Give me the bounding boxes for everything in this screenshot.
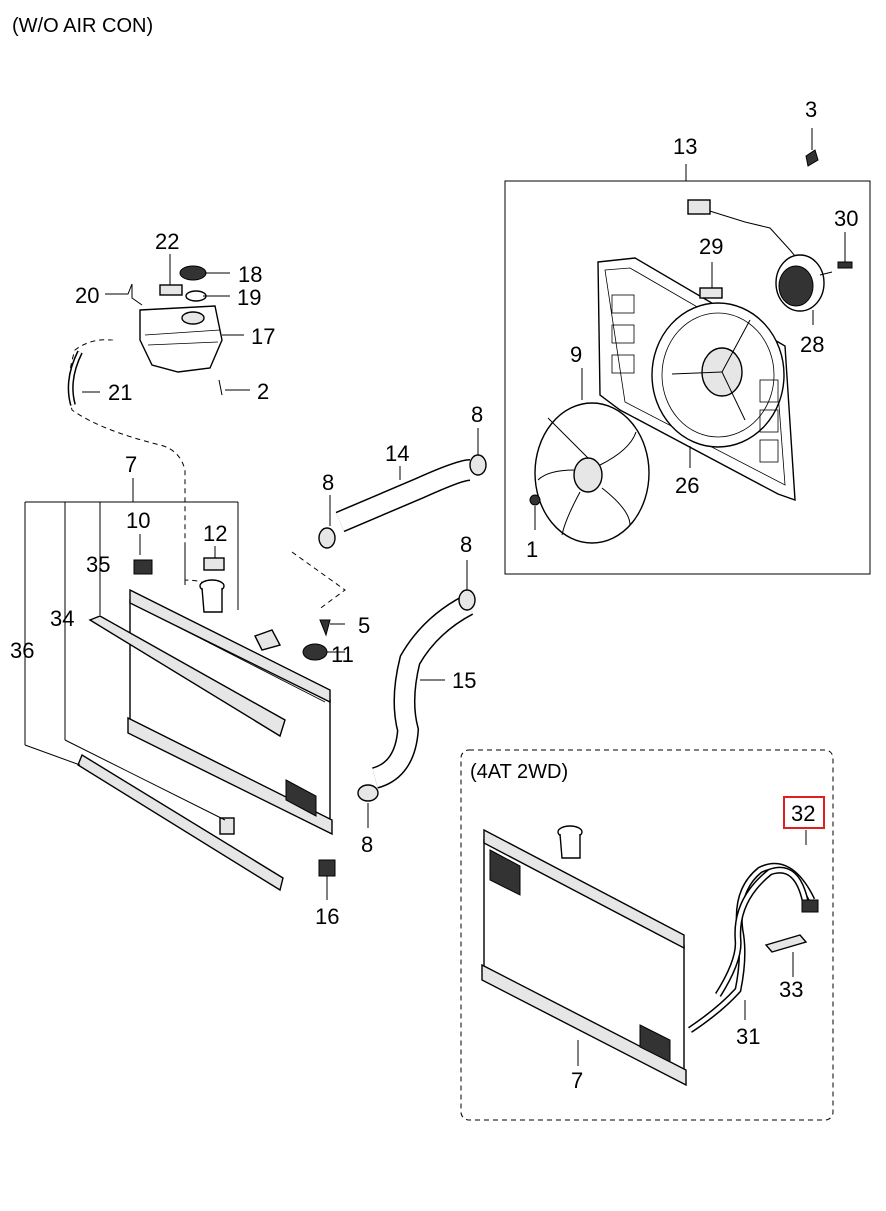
callout-32: 32 — [791, 801, 815, 826]
upper-hose-group — [291, 428, 487, 611]
highlight-box-32 — [783, 796, 825, 829]
callout-8a: 8 — [322, 470, 334, 495]
fan-shroud — [597, 257, 796, 502]
inset-group: (4AT 2WD) — [460, 749, 834, 1121]
overflow-hose-line — [68, 339, 209, 586]
callout-16: 16 — [315, 904, 339, 929]
callout-13: 13 — [673, 134, 697, 159]
callout-8c: 8 — [460, 532, 472, 557]
callout-33: 33 — [779, 977, 803, 1002]
hose-clamp-icon — [458, 589, 476, 611]
lower-hose-group — [357, 560, 476, 828]
bracket-icon — [133, 559, 153, 575]
mount-bush-icon — [219, 817, 235, 835]
lower-air-guard — [77, 753, 284, 892]
connector-icon — [687, 199, 711, 215]
callout-31: 31 — [736, 1024, 760, 1049]
callout-2: 2 — [257, 379, 269, 404]
main-radiator-group — [24, 478, 345, 900]
callout-15: 15 — [452, 668, 476, 693]
hose-clamp-icon — [357, 784, 379, 802]
callout-29: 29 — [699, 234, 723, 259]
bolt-icon — [319, 619, 331, 637]
callout-26: 26 — [675, 473, 699, 498]
diagram-title: (W/O AIR CON) — [12, 15, 153, 37]
callout-20: 20 — [75, 283, 99, 308]
callout-5: 5 — [358, 613, 370, 638]
callout-28: 28 — [800, 332, 824, 357]
callout-1: 1 — [526, 537, 538, 562]
clip-icon — [764, 934, 808, 953]
lower-radiator-hose — [371, 596, 473, 788]
coolant-reservoir-group — [67, 254, 250, 586]
inset-frame — [460, 749, 834, 1121]
fan-motor — [775, 254, 833, 312]
upper-radiator-hose — [336, 460, 471, 531]
callout-35: 35 — [86, 552, 110, 577]
callout-21: 21 — [108, 380, 132, 405]
overflow-pipe — [110, 283, 143, 306]
air-guard-strip — [88, 615, 286, 738]
fan-assembly-frame — [504, 180, 871, 575]
callout-10: 10 — [126, 508, 150, 533]
bolt-icon — [837, 261, 853, 269]
hose-clamp-icon — [469, 454, 487, 476]
callout-3: 3 — [805, 97, 817, 122]
mount-insulator-icon — [318, 859, 336, 877]
callout-8d: 8 — [361, 832, 373, 857]
bracket-icon — [203, 557, 225, 571]
fan-blade — [534, 402, 650, 544]
callout-22: 22 — [155, 229, 179, 254]
callout-34: 34 — [50, 606, 74, 631]
inset-title: (4AT 2WD) — [470, 761, 568, 783]
callout-19: 19 — [237, 285, 261, 310]
callout-11: 11 — [331, 642, 354, 667]
drain-plug-icon — [302, 643, 328, 661]
label-icon — [159, 284, 183, 296]
label-plate-icon — [699, 287, 723, 299]
callout-7-inset: 7 — [571, 1068, 583, 1093]
callout-12: 12 — [203, 521, 227, 546]
callout-9: 9 — [570, 342, 582, 367]
callout-30: 30 — [834, 206, 858, 231]
callout-7: 7 — [125, 452, 137, 477]
callout-8b: 8 — [471, 402, 483, 427]
reservoir-tank — [139, 305, 223, 373]
reservoir-cap-icon — [179, 265, 207, 281]
callout-36: 36 — [10, 638, 34, 663]
hose-clamp-icon — [318, 527, 336, 549]
callout-18: 18 — [238, 262, 262, 287]
hose-fitting-icon — [801, 899, 819, 913]
callout-14: 14 — [385, 441, 409, 466]
nut-icon — [529, 494, 541, 506]
fan-assembly-group — [504, 128, 871, 575]
callout-17: 17 — [251, 324, 275, 349]
bolt-icon — [805, 149, 819, 167]
